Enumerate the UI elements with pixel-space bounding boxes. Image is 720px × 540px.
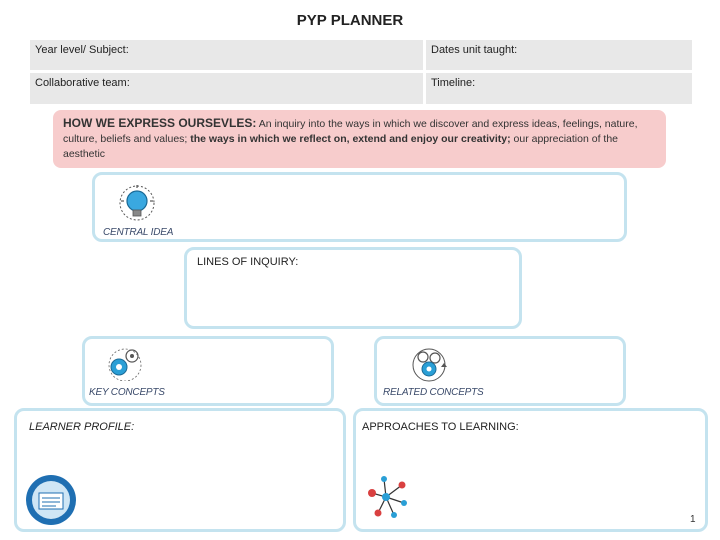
dates-field[interactable]: Dates unit taught:	[426, 40, 692, 70]
theme-text-bold: the ways in which we reflect on, extend …	[190, 133, 511, 145]
key-concepts-label: KEY CONCEPTS	[89, 387, 165, 398]
year-subject-field[interactable]: Year level/ Subject:	[30, 40, 423, 70]
theme-title: HOW WE EXPRESS OURSEVLES:	[63, 116, 257, 130]
info-table: Year level/ Subject: Dates unit taught: …	[30, 40, 692, 104]
lines-of-inquiry-label: LINES OF INQUIRY:	[197, 256, 299, 268]
team-field[interactable]: Collaborative team:	[30, 73, 423, 104]
gears-icon	[108, 348, 142, 381]
learner-profile-label: LEARNER PROFILE:	[29, 421, 135, 433]
related-concepts-panel[interactable]: RELATED CONCEPTS	[374, 336, 626, 406]
lightbulb-icon	[119, 185, 155, 221]
central-idea-label: CENTRAL IDEA	[103, 227, 174, 238]
learner-profile-panel[interactable]: LEARNER PROFILE:	[14, 408, 346, 532]
theme-text-1: An inquiry into the ways in which we dis…	[63, 118, 638, 145]
page-number: 1	[690, 514, 696, 525]
timeline-field[interactable]: Timeline:	[426, 73, 692, 104]
lines-of-inquiry-panel[interactable]: LINES OF INQUIRY:	[184, 247, 522, 329]
learner-profile-logo	[26, 475, 76, 525]
page-title: PYP PLANNER	[296, 12, 404, 29]
theme-text-2: our appreciation of the aesthetic	[63, 133, 619, 160]
approaches-to-learning-panel[interactable]: APPROACHES TO LEARNING:	[353, 408, 708, 532]
approaches-label: APPROACHES TO LEARNING:	[362, 421, 519, 433]
key-concepts-panel[interactable]: KEY CONCEPTS	[82, 336, 334, 406]
related-concepts-label: RELATED CONCEPTS	[383, 387, 484, 398]
central-idea-panel[interactable]: CENTRAL IDEA	[92, 172, 627, 242]
gears-cycle-icon	[412, 348, 447, 382]
network-icon	[368, 476, 407, 518]
transdisciplinary-theme: HOW WE EXPRESS OURSEVLES: An inquiry int…	[53, 110, 666, 168]
